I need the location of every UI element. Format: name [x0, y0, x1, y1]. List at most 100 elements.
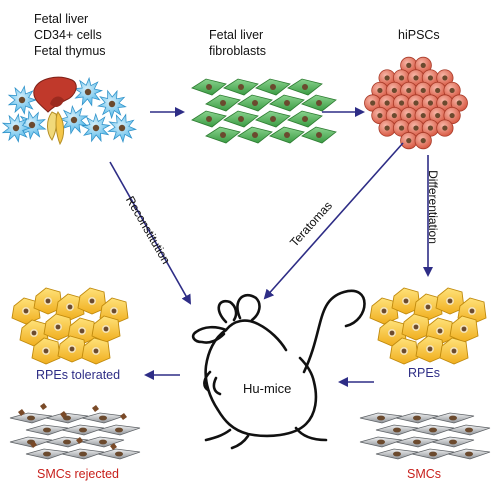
cell-nucleus	[389, 330, 395, 336]
cell-nucleus	[398, 75, 405, 81]
cell-nucleus	[284, 100, 290, 106]
cell-nucleus	[55, 324, 61, 330]
label-fetal-thymus: Fetal thymus	[34, 44, 106, 58]
cell-nucleus	[465, 451, 473, 457]
cell-nucleus	[18, 96, 26, 104]
cell-nucleus	[79, 451, 87, 457]
cell-nucleus	[449, 112, 455, 119]
cell-nucleus	[99, 415, 107, 421]
cell-nucleus	[429, 451, 437, 457]
cell-nucleus	[377, 112, 383, 119]
cell-nucleus	[206, 116, 212, 122]
cell-nucleus	[391, 112, 397, 119]
cell-nucleus	[413, 125, 419, 131]
cell-nucleus	[45, 298, 51, 304]
cell-debris	[120, 413, 127, 420]
cell-nucleus	[238, 116, 244, 122]
cell-nucleus	[384, 100, 390, 106]
cell-nucleus	[302, 84, 308, 90]
cell-nucleus	[99, 439, 107, 445]
hipsc-cluster-icon	[364, 56, 468, 150]
cell-nucleus	[461, 326, 467, 332]
cell-nucleus	[89, 298, 95, 304]
label-smcs: SMCs	[407, 467, 442, 481]
cell-nucleus	[115, 427, 123, 433]
cell-nucleus	[118, 124, 126, 132]
mouse-outline-icon	[191, 289, 366, 450]
cell-nucleus	[63, 439, 71, 445]
thymus-icon	[47, 111, 65, 146]
cell-nucleus	[456, 100, 462, 106]
cell-nucleus	[427, 100, 434, 106]
cell-nucleus	[420, 112, 426, 119]
cell-nucleus	[449, 87, 455, 94]
cell-nucleus	[284, 132, 290, 138]
cell-nucleus	[302, 116, 308, 122]
cell-nucleus	[252, 100, 258, 106]
cell-nucleus	[420, 138, 426, 144]
label-fibro-line2: fibroblasts	[209, 44, 266, 58]
cell-nucleus	[393, 427, 401, 433]
cell-nucleus	[84, 88, 92, 96]
cell-nucleus	[93, 348, 99, 354]
cell-nucleus	[398, 125, 405, 131]
cell-nucleus	[316, 132, 322, 138]
label-differentiation: Differentiation	[425, 170, 440, 244]
cell-nucleus	[391, 87, 397, 94]
cell-nucleus	[381, 308, 387, 314]
label-cd34-cells: CD34+ cells	[34, 28, 102, 42]
cell-nucleus	[108, 100, 116, 108]
cell-debris	[110, 443, 117, 450]
cell-nucleus	[413, 439, 421, 445]
cell-nucleus	[427, 346, 433, 352]
cell-nucleus	[413, 415, 421, 421]
cell-nucleus	[420, 87, 426, 94]
liver-icon	[33, 76, 77, 113]
cell-nucleus	[63, 415, 71, 421]
fibroblast-cells-icon	[191, 78, 337, 144]
cell-nucleus	[12, 124, 20, 132]
cell-nucleus	[220, 100, 226, 106]
cell-nucleus	[220, 132, 226, 138]
cell-nucleus	[377, 439, 385, 445]
cell-nucleus	[384, 75, 390, 81]
cell-nucleus	[316, 100, 322, 106]
cell-nucleus	[413, 324, 419, 330]
label-rpes-tolerated: RPEs tolerated	[36, 368, 121, 382]
cell-nucleus	[43, 451, 51, 457]
cell-debris	[60, 411, 67, 418]
cell-nucleus	[427, 125, 434, 131]
cell-nucleus	[403, 298, 409, 304]
rpe-tolerated-cells-icon	[11, 287, 129, 365]
smc-rejected-cells-icon	[9, 403, 141, 460]
cell-nucleus	[406, 62, 412, 68]
cell-nucleus	[27, 415, 35, 421]
cell-nucleus	[465, 427, 473, 433]
smc-cells-icon	[359, 412, 491, 460]
cell-nucleus	[377, 415, 385, 421]
cell-nucleus	[238, 84, 244, 90]
cell-nucleus	[429, 427, 437, 433]
cell-nucleus	[406, 112, 412, 119]
cell-nucleus	[370, 100, 376, 106]
cell-nucleus	[425, 304, 431, 310]
cell-nucleus	[70, 116, 78, 124]
cell-debris	[92, 405, 99, 412]
cell-nucleus	[449, 415, 457, 421]
cell-nucleus	[270, 84, 276, 90]
cell-nucleus	[469, 308, 475, 314]
cell-nucleus	[401, 348, 407, 354]
cell-nucleus	[413, 75, 419, 81]
cell-nucleus	[449, 439, 457, 445]
cell-nucleus	[384, 125, 390, 131]
cell-nucleus	[398, 100, 405, 106]
cell-nucleus	[28, 121, 36, 129]
cell-nucleus	[111, 308, 117, 314]
arrow-reconstitution	[109, 161, 191, 305]
cell-nucleus	[435, 112, 441, 119]
cell-nucleus	[103, 326, 109, 332]
cell-nucleus	[252, 132, 258, 138]
cell-debris	[76, 437, 83, 444]
cell-nucleus	[206, 84, 212, 90]
